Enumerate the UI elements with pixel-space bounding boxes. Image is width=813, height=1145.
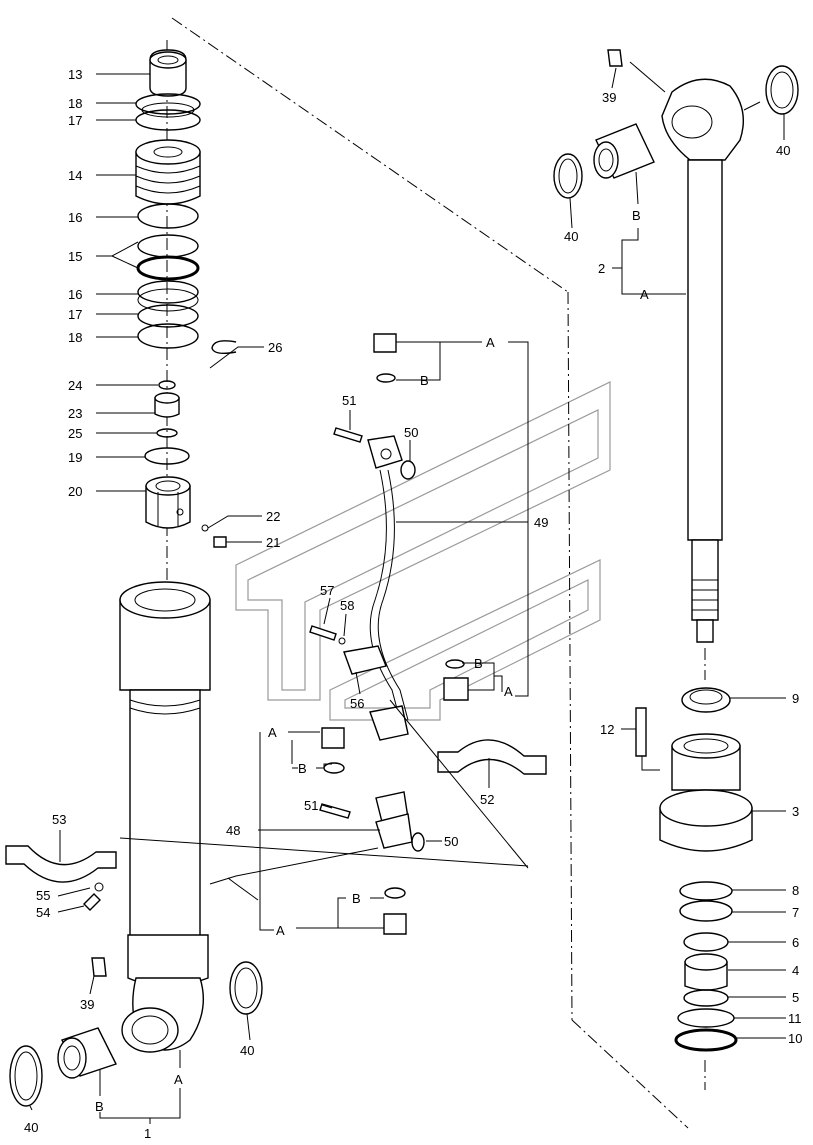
snap-ring-26 xyxy=(211,340,237,355)
label-A: A xyxy=(268,725,277,740)
seal-stack-8-7-6-4-5-11-10 xyxy=(674,881,738,1052)
label-B: B xyxy=(352,891,361,906)
nut-20 xyxy=(145,476,191,529)
label-48: 48 xyxy=(226,823,240,838)
piston-rings-16-15-17-18 xyxy=(136,203,200,349)
clamp-56-57-58 xyxy=(309,625,387,675)
label-51: 51 xyxy=(342,393,356,408)
piston-rod-2 xyxy=(661,78,744,643)
label-20: 20 xyxy=(68,484,82,499)
label-B: B xyxy=(474,656,483,671)
label-16: 16 xyxy=(68,287,82,302)
label-52: 52 xyxy=(480,792,494,807)
label-39: 39 xyxy=(80,997,94,1012)
label-B: B xyxy=(632,208,641,223)
grease-fitting-39-left xyxy=(91,957,107,977)
bushing-right xyxy=(593,123,655,179)
label-5: 5 xyxy=(792,990,799,1005)
label-6: 6 xyxy=(792,935,799,950)
label-40: 40 xyxy=(240,1043,254,1058)
label-51: 51 xyxy=(304,798,318,813)
label-57: 57 xyxy=(320,583,334,598)
label-19: 19 xyxy=(68,450,82,465)
label-17: 17 xyxy=(68,307,82,322)
label-50: 50 xyxy=(444,834,458,849)
label-1: 1 xyxy=(144,1126,151,1141)
label-40: 40 xyxy=(776,143,790,158)
label-26: 26 xyxy=(268,340,282,355)
label-18: 18 xyxy=(68,330,82,345)
label-54: 54 xyxy=(36,905,50,920)
seal-40-right xyxy=(553,65,799,199)
label-8: 8 xyxy=(792,883,799,898)
label-12: 12 xyxy=(600,722,614,737)
cylinder-head-3 xyxy=(659,733,753,852)
label-25: 25 xyxy=(68,426,82,441)
label-B: B xyxy=(298,761,307,776)
assembly-lines xyxy=(166,17,706,1129)
watermark-logo xyxy=(235,381,611,721)
label-22: 22 xyxy=(266,509,280,524)
connect-lines xyxy=(119,699,529,901)
label-9: 9 xyxy=(792,691,799,706)
clamp-52 xyxy=(437,739,547,775)
label-10: 10 xyxy=(788,1031,802,1046)
bolt-12 xyxy=(635,707,647,757)
seal-rings-18-17 xyxy=(135,93,201,131)
label-49: 49 xyxy=(534,515,548,530)
label-4: 4 xyxy=(792,963,799,978)
label-21: 21 xyxy=(266,535,280,550)
label-16: 16 xyxy=(68,210,82,225)
label-14: 14 xyxy=(68,168,82,183)
part-number-labels: 13 18 17 14 16 15 16 17 18 26 24 23 25 1… xyxy=(24,67,802,1141)
pipe-49 xyxy=(369,469,409,721)
label-53: 53 xyxy=(52,812,66,827)
label-15: 15 xyxy=(68,249,82,264)
label-A: A xyxy=(504,684,513,699)
label-18: 18 xyxy=(68,96,82,111)
label-39: 39 xyxy=(602,90,616,105)
label-23: 23 xyxy=(68,406,82,421)
label-40: 40 xyxy=(564,229,578,244)
label-B: B xyxy=(95,1099,104,1114)
label-56: 56 xyxy=(350,696,364,711)
gland-bushing-13 xyxy=(149,49,187,97)
label-13: 13 xyxy=(68,67,82,82)
label-50: 50 xyxy=(404,425,418,440)
label-11: 11 xyxy=(788,1011,802,1026)
label-A: A xyxy=(174,1072,183,1087)
label-B: B xyxy=(420,373,429,388)
grease-fitting-39-right xyxy=(607,49,623,67)
label-58: 58 xyxy=(340,598,354,613)
label-A: A xyxy=(276,923,285,938)
seal-9 xyxy=(681,687,731,713)
leader-lines xyxy=(29,61,786,1124)
seal-40-left xyxy=(9,961,263,1107)
label-55: 55 xyxy=(36,888,50,903)
fitting-upper xyxy=(333,333,416,480)
label-3: 3 xyxy=(792,804,799,819)
label-2: 2 xyxy=(598,261,605,276)
bolt-54-55 xyxy=(83,882,104,911)
clamp-53 xyxy=(5,845,117,883)
small-parts-24-23-25-19 xyxy=(144,380,190,465)
label-A: A xyxy=(486,335,495,350)
label-7: 7 xyxy=(792,905,799,920)
set-screw-21-22 xyxy=(201,524,227,548)
label-24: 24 xyxy=(68,378,82,393)
piston-14 xyxy=(135,139,201,205)
label-17: 17 xyxy=(68,113,82,128)
label-A: A xyxy=(640,287,649,302)
cylinder-tube-1 xyxy=(119,581,211,1053)
fitting-lower xyxy=(319,659,469,935)
bushing-left xyxy=(57,1027,117,1079)
label-40: 40 xyxy=(24,1120,38,1135)
